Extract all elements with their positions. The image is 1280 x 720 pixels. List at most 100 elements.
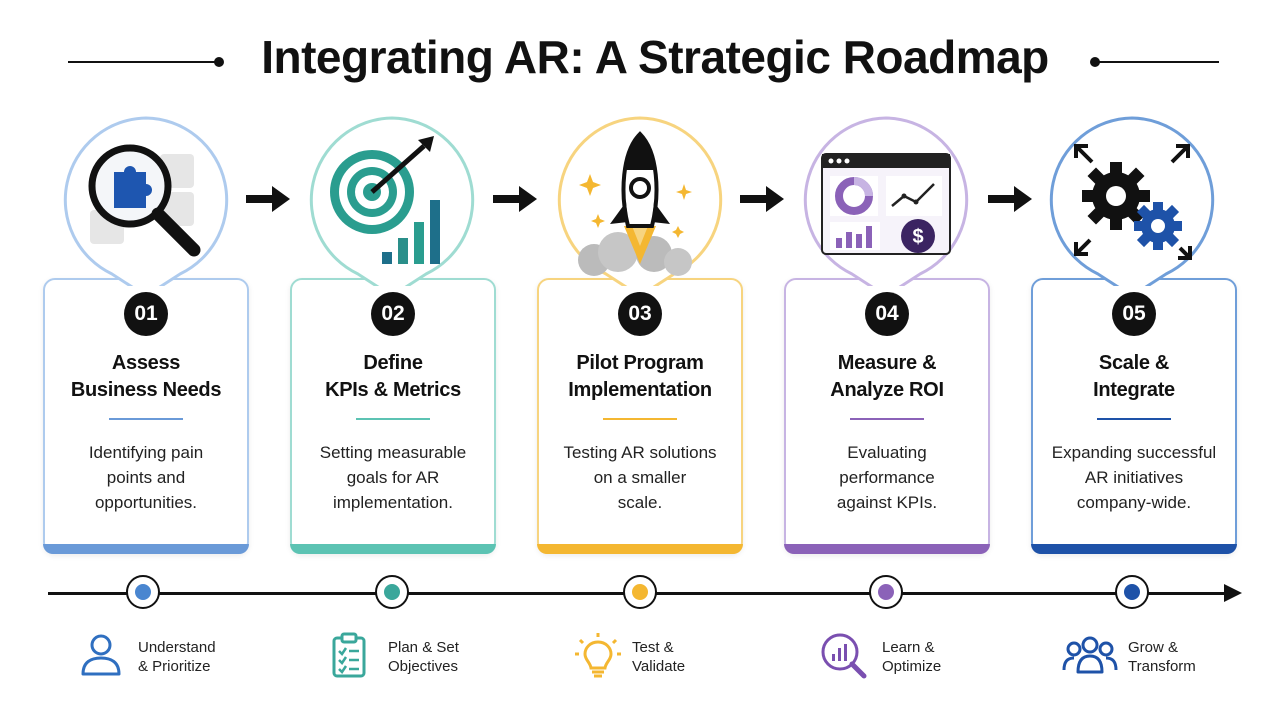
step-title-line: Implementation	[568, 379, 712, 401]
step-desc-line: Testing AR solutions	[563, 443, 717, 462]
timeline-node-dot	[384, 584, 400, 600]
step-description: Testing AR solutions on a smaller scale.	[553, 440, 727, 515]
step-description: Expanding successful AR initiatives compan…	[1047, 440, 1221, 515]
footer-item-5: Grow & Transform	[1062, 632, 1212, 680]
step-number: 01	[124, 292, 168, 336]
step-desc-line: Expanding successful	[1051, 443, 1217, 462]
step-arrow-1	[246, 186, 290, 212]
footer-label-line: Validate	[632, 658, 686, 675]
footer-item-1: Understand & Prioritize	[80, 632, 240, 680]
title-bar: Integrating AR: A Strategic Roadmap	[0, 28, 1280, 92]
footer-label-line: Understand	[138, 639, 216, 656]
step-title-line: Scale &	[1098, 352, 1170, 374]
timeline-node-2	[375, 575, 409, 609]
footer-label-line: Grow &	[1128, 639, 1179, 656]
step-3-bubble	[557, 116, 723, 286]
analytics-search-icon	[821, 633, 867, 679]
step-description: Identifying pain points and opportunities.	[59, 440, 233, 515]
footer-item-4: Learn & Optimize	[820, 632, 960, 680]
step-separator	[356, 418, 430, 420]
footer-label-line: Plan & Set	[388, 639, 459, 656]
magnifier-puzzle-icon	[88, 144, 201, 257]
step-title: Scale & Integrate	[1033, 350, 1235, 404]
step-title-line: Integrate	[1093, 379, 1175, 401]
step-desc-line: on a smaller	[593, 468, 687, 487]
timeline-node-1	[126, 575, 160, 609]
step-separator	[109, 418, 183, 420]
step-desc-line: opportunities.	[94, 493, 198, 512]
step-title-line: Business Needs	[70, 379, 222, 401]
step-separator	[850, 418, 924, 420]
step-number: 05	[1112, 292, 1156, 336]
step-color-bar	[43, 544, 249, 554]
timeline-node-3	[623, 575, 657, 609]
step-number: 03	[618, 292, 662, 336]
step-desc-line: points and	[106, 468, 186, 487]
footer-label: Grow & Transform	[1128, 638, 1196, 676]
step-color-bar	[290, 544, 496, 554]
footer-label-line: Learn &	[882, 639, 935, 656]
step-title-line: Analyze ROI	[830, 379, 944, 401]
step-arrow-3	[740, 186, 784, 212]
team-icon	[1062, 636, 1118, 674]
step-description: Setting measurable goals for AR implementa…	[306, 440, 480, 515]
step-desc-line: Identifying pain	[88, 443, 204, 462]
footer-label: Test & Validate	[632, 638, 685, 676]
step-number: 04	[865, 292, 909, 336]
footer-item-3: Test & Validate	[574, 632, 714, 680]
step-description: Evaluating performance against KPIs.	[800, 440, 974, 515]
timeline-node-dot	[632, 584, 648, 600]
title-rule-right	[1095, 61, 1219, 63]
step-color-bar	[537, 544, 743, 554]
footer-label-line: Optimize	[882, 658, 942, 675]
timeline-arrowhead	[1224, 584, 1242, 602]
step-desc-line: implementation.	[332, 493, 453, 512]
footer-label: Understand & Prioritize	[138, 638, 216, 676]
step-desc-line: performance	[839, 468, 935, 487]
footer-label: Learn & Optimize	[882, 638, 941, 676]
step-desc-line: scale.	[617, 493, 663, 512]
timeline-node-5	[1115, 575, 1149, 609]
title-dot-left	[214, 57, 224, 67]
step-color-bar	[784, 544, 990, 554]
step-5-bubble	[1049, 116, 1215, 286]
step-desc-line: AR initiatives	[1084, 468, 1184, 487]
lightbulb-icon	[575, 633, 621, 678]
step-2-bubble	[309, 116, 475, 286]
dashboard-icon: $	[821, 153, 951, 255]
step-card-4: 04 Measure & Analyze ROI Evaluating perfor…	[784, 278, 990, 554]
rocket-icon	[578, 131, 692, 276]
timeline-node-dot	[1124, 584, 1140, 600]
step-title-line: KPIs & Metrics	[325, 379, 461, 401]
clipboard-checklist-icon	[332, 632, 366, 678]
footer-label-line: Transform	[1128, 658, 1196, 675]
timeline-node-dot	[135, 584, 151, 600]
svg-text:$: $	[912, 226, 923, 248]
title-rule-left	[68, 61, 218, 63]
step-desc-line: against KPIs.	[836, 493, 938, 512]
step-title-line: Define	[363, 352, 423, 374]
step-arrow-2	[493, 186, 537, 212]
step-desc-line: Setting measurable	[319, 443, 467, 462]
step-1-bubble	[63, 116, 229, 286]
step-separator	[1097, 418, 1171, 420]
footer-label-line: Test &	[632, 639, 674, 656]
step-title-line: Measure &	[837, 352, 937, 374]
step-separator	[603, 418, 677, 420]
step-title-line: Assess	[111, 352, 181, 374]
footer-label-line: Objectives	[388, 658, 459, 675]
step-card-5: 05 Scale & Integrate Expanding successful…	[1031, 278, 1237, 554]
page-title: Integrating AR: A Strategic Roadmap	[261, 31, 1049, 83]
step-desc-line: company-wide.	[1076, 493, 1192, 512]
step-4-bubble: $	[803, 116, 969, 286]
step-desc-line: Evaluating	[847, 443, 927, 462]
step-desc-line: goals for AR	[346, 468, 440, 487]
footer-label-line: & Prioritize	[138, 658, 211, 675]
user-icon	[81, 634, 121, 676]
